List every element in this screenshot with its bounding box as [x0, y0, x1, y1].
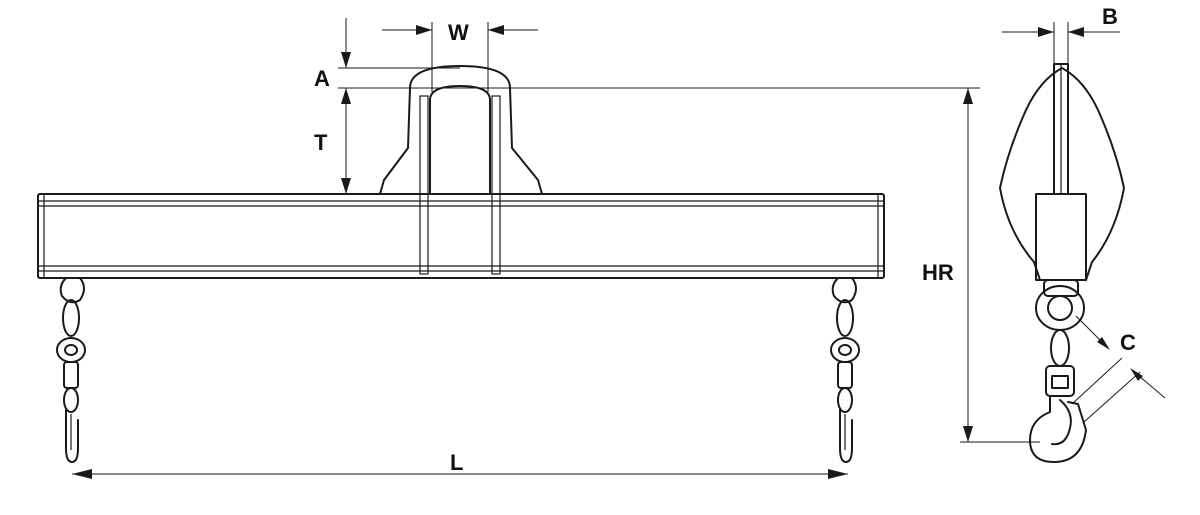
dimension-c [1071, 315, 1166, 423]
dimension-b [1002, 22, 1120, 64]
label-l: L [450, 450, 463, 475]
label-b: B [1102, 4, 1118, 29]
left-chain-hook [56, 277, 86, 463]
label-a: A [314, 66, 330, 91]
dimension-a-t [338, 18, 980, 195]
beam [37, 193, 885, 279]
label-c: C [1120, 330, 1136, 355]
dimension-w [382, 22, 538, 92]
lifting-bail [379, 65, 543, 275]
dimension-l [72, 469, 848, 479]
dimension-hr [960, 88, 1040, 443]
label-t: T [314, 130, 328, 155]
label-hr: HR [922, 260, 954, 285]
right-chain-hook [830, 277, 860, 463]
label-w: W [448, 20, 469, 45]
side-view [999, 63, 1125, 463]
